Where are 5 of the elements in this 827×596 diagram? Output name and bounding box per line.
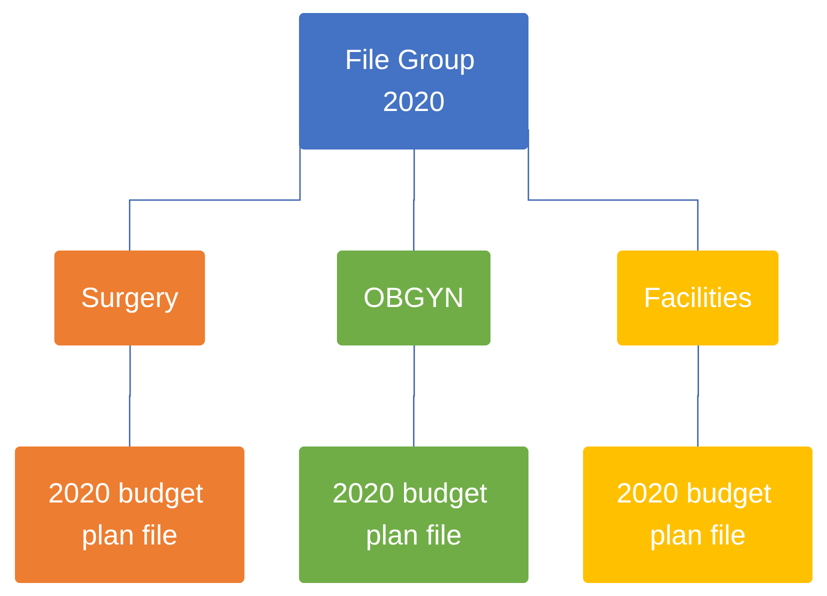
connector <box>412 149 415 252</box>
connector <box>412 345 415 448</box>
connector <box>527 129 699 252</box>
connector <box>128 345 131 448</box>
connector <box>696 345 699 448</box>
